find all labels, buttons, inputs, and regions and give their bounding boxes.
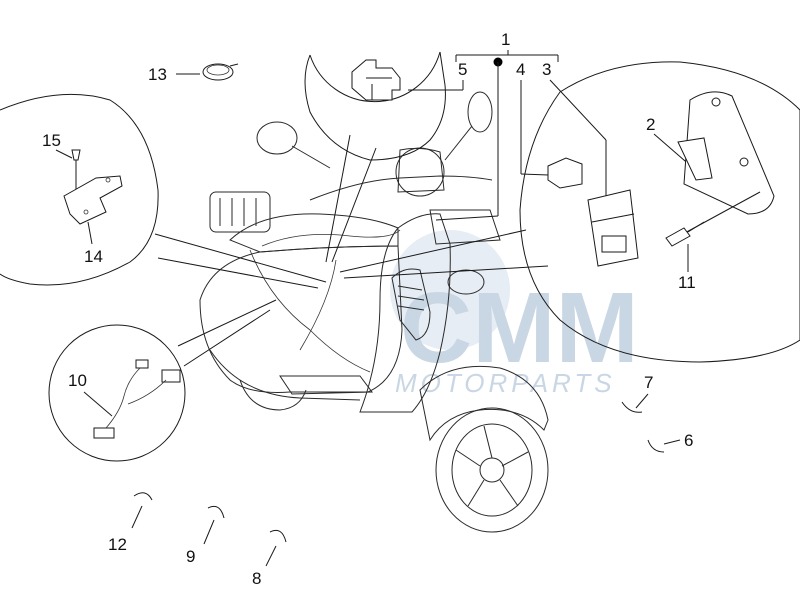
callout-4: 4 <box>516 60 525 79</box>
callout-1: 1 <box>501 30 510 49</box>
mounting-plate-icon <box>683 91 775 215</box>
callout-12: 12 <box>108 535 127 554</box>
part-7-clip: 7 <box>621 373 653 413</box>
part-8-clip: 8 <box>252 529 287 588</box>
watermark-main: CMM <box>400 272 639 384</box>
callout-6: 6 <box>684 431 693 450</box>
callout-11: 11 <box>678 273 696 292</box>
part-3-control-unit: 3 <box>542 60 639 267</box>
relay-detail-arc <box>309 51 441 103</box>
screw-icon <box>665 227 691 247</box>
clip-12-icon <box>133 492 153 501</box>
clip-8-icon <box>269 529 287 543</box>
part-14-15-bracket: 15 14 <box>42 131 123 266</box>
scooter-illustration <box>199 91 549 533</box>
part-4-fuse: 4 <box>516 60 583 189</box>
screw-15-icon <box>71 149 81 161</box>
leader-lines <box>154 134 549 367</box>
control-unit-icon <box>587 189 639 267</box>
callout-8: 8 <box>252 569 261 588</box>
watermark: CMM MOTORPARTS <box>390 230 639 398</box>
watermark-globe-icon <box>390 230 510 350</box>
connector-icon <box>601 235 627 253</box>
part-10-harness: 10 <box>68 359 181 439</box>
part-5-relay: 5 <box>351 59 467 101</box>
relay-detail-circle <box>304 51 446 161</box>
watermark-sub: MOTORPARTS <box>395 368 616 398</box>
callout-7: 7 <box>644 373 653 392</box>
fuse-icon <box>547 157 583 189</box>
part-12-clip: 12 <box>108 492 153 554</box>
part-9-clip: 9 <box>186 505 225 566</box>
right-detail-circle <box>519 61 800 363</box>
clip-7-icon <box>621 401 643 413</box>
callout-3: 3 <box>542 60 551 79</box>
left-detail-circle <box>0 93 159 286</box>
callout-14: 14 <box>84 247 103 266</box>
callout-1-group: 1 <box>435 30 559 221</box>
callout-5: 5 <box>458 60 467 79</box>
part-2-bracket: 2 <box>646 91 775 215</box>
relay-icon <box>351 59 401 101</box>
part-6-clip: 6 <box>647 431 693 453</box>
callout-15: 15 <box>42 131 61 150</box>
callout-9: 9 <box>186 547 195 566</box>
clip-icon <box>677 137 713 181</box>
part-11-screw: 11 <box>665 191 761 292</box>
bracket-14-icon <box>63 175 123 225</box>
connector-a-icon <box>135 359 149 369</box>
part-13-clamp: 13 <box>148 63 239 84</box>
callout-2: 2 <box>646 115 655 134</box>
clip-6-icon <box>647 439 665 453</box>
connector-c-icon <box>93 427 115 439</box>
clamp-icon <box>202 63 234 81</box>
detail-circles <box>0 51 800 462</box>
clip-9-icon <box>207 505 225 519</box>
harness-detail-circle <box>48 324 186 462</box>
callout-10: 10 <box>68 371 87 390</box>
connector-b-icon <box>161 369 181 383</box>
callout-13: 13 <box>148 65 167 84</box>
